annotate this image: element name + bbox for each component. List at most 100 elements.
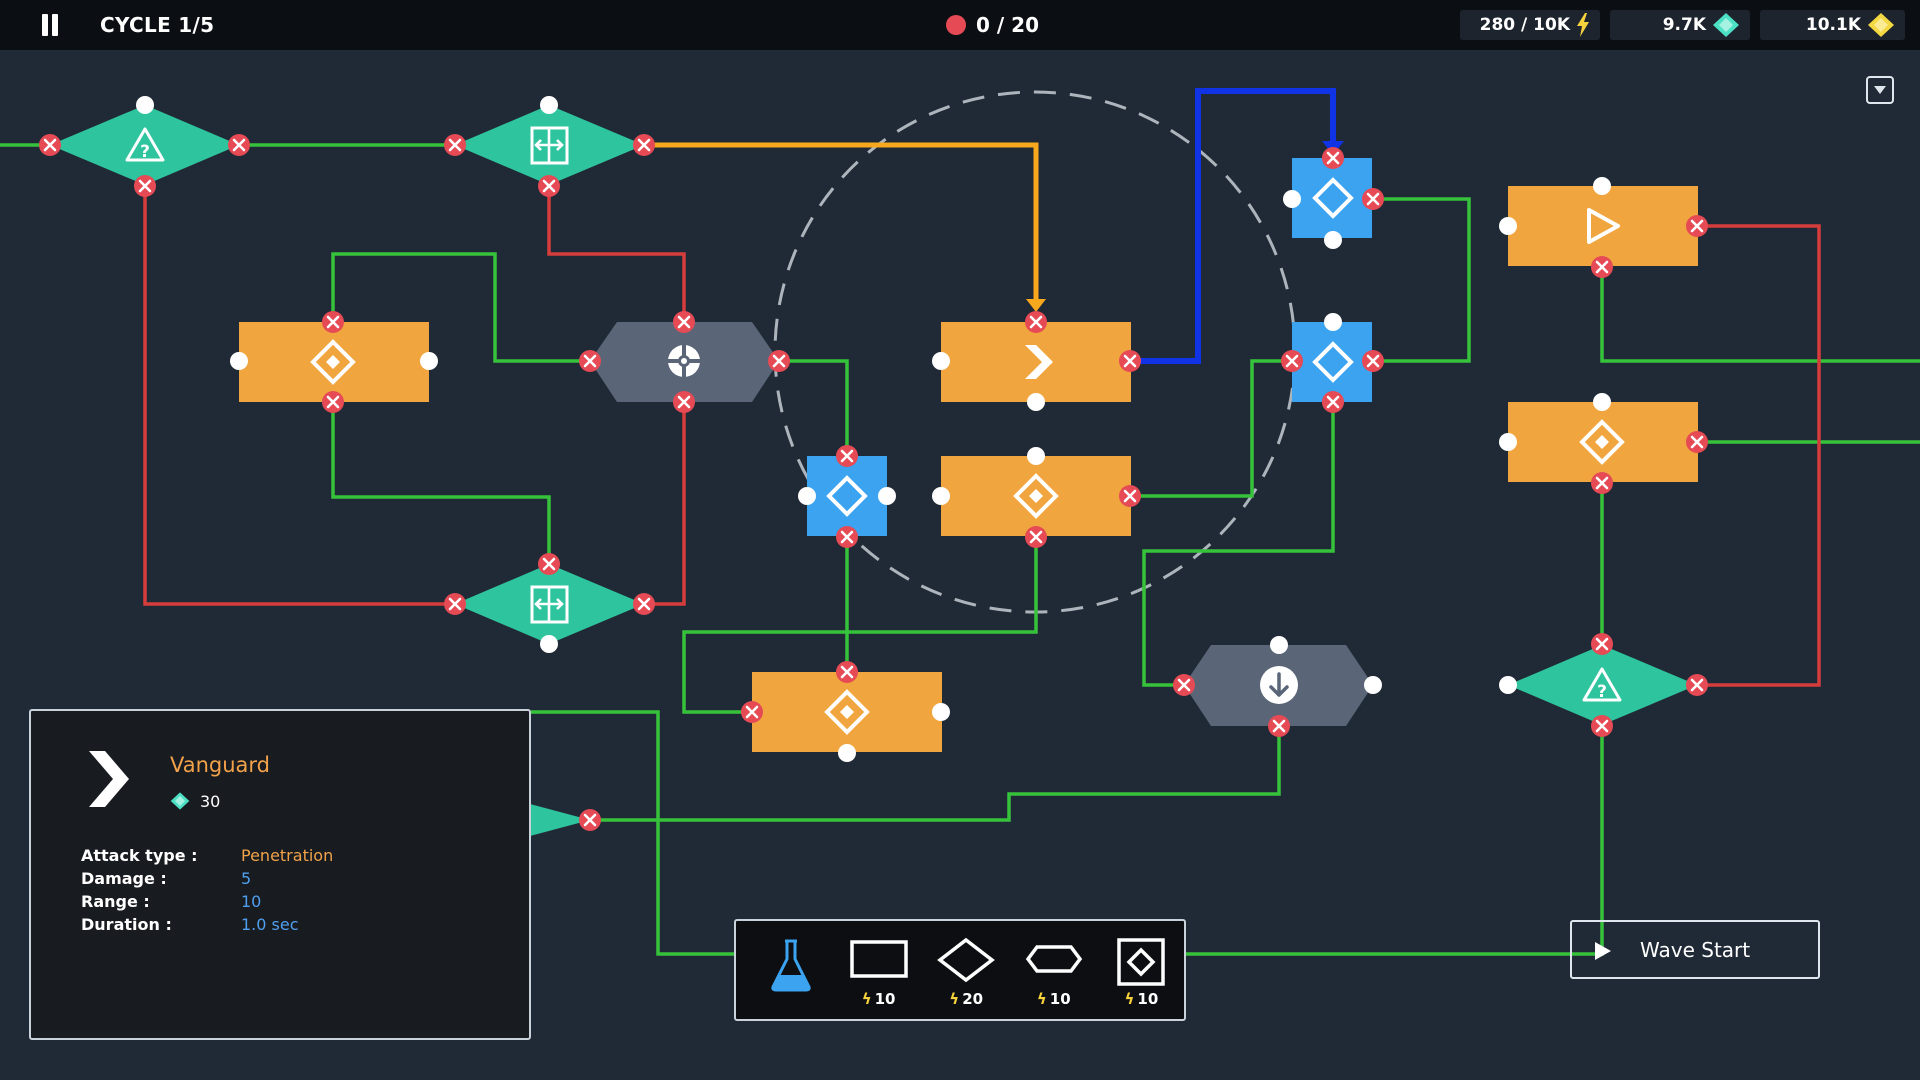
lightning-icon: ϟ <box>1124 990 1135 1008</box>
tower-node-vanguard[interactable] <box>932 309 1143 411</box>
close-icon[interactable] <box>1023 524 1049 550</box>
tower-node-splitter[interactable] <box>442 96 657 199</box>
close-icon[interactable] <box>1117 483 1143 509</box>
close-icon[interactable] <box>631 132 657 158</box>
port-dot[interactable] <box>230 352 248 370</box>
port-dot[interactable] <box>540 96 558 114</box>
port-dot[interactable] <box>932 352 950 370</box>
close-icon[interactable] <box>739 699 765 725</box>
tower-node-drop[interactable] <box>1171 636 1382 739</box>
port-dot[interactable] <box>1027 447 1045 465</box>
close-icon[interactable] <box>1360 186 1386 212</box>
stat-row: Damage : 5 <box>81 867 333 890</box>
close-icon[interactable] <box>1320 389 1346 415</box>
port-dot[interactable] <box>540 635 558 653</box>
close-icon[interactable] <box>671 389 697 415</box>
crosshair-icon <box>663 340 705 382</box>
splitter-icon <box>530 126 569 165</box>
tower-node-orange[interactable] <box>230 309 438 415</box>
close-icon[interactable] <box>226 132 252 158</box>
port-dot[interactable] <box>1270 636 1288 654</box>
port-dot[interactable] <box>1499 433 1517 451</box>
close-icon[interactable] <box>631 591 657 617</box>
stat-label: Damage : <box>81 869 167 888</box>
close-icon[interactable] <box>834 443 860 469</box>
rectangle-icon <box>849 940 908 978</box>
tower-node-blue[interactable] <box>798 443 896 550</box>
close-icon[interactable] <box>1117 348 1143 374</box>
close-icon[interactable] <box>1684 672 1710 698</box>
close-icon[interactable] <box>766 348 792 374</box>
port-dot[interactable] <box>1324 313 1342 331</box>
port-dot[interactable] <box>136 96 154 114</box>
tool-flask[interactable] <box>746 921 834 1019</box>
tower-cost-value: 30 <box>200 791 221 811</box>
tower-node-crosshair[interactable] <box>577 309 792 415</box>
close-icon[interactable] <box>1589 631 1615 657</box>
tower-node-warning[interactable]: ? <box>1499 631 1710 739</box>
close-icon[interactable] <box>1684 429 1710 455</box>
port-dot[interactable] <box>1499 217 1517 235</box>
port-dot[interactable] <box>838 744 856 762</box>
close-icon[interactable] <box>671 309 697 335</box>
port-dot[interactable] <box>1593 393 1611 411</box>
wave-start-label: Wave Start <box>1640 938 1751 962</box>
port-dot[interactable] <box>798 487 816 505</box>
port-dot[interactable] <box>932 703 950 721</box>
tower-node-blue[interactable] <box>1279 313 1386 415</box>
close-icon[interactable] <box>132 173 158 199</box>
square-diamond-icon <box>1117 938 1166 986</box>
close-icon[interactable] <box>1023 309 1049 335</box>
port-dot[interactable] <box>420 352 438 370</box>
port-dot[interactable] <box>1027 393 1045 411</box>
wave-start-button[interactable]: Wave Start <box>1570 920 1820 979</box>
tower-node-orange[interactable] <box>932 447 1143 550</box>
diamond-icon <box>826 475 868 517</box>
tower-stats: Attack type : Penetration Damage : 5 Ran… <box>81 844 333 936</box>
pause-button[interactable] <box>40 14 60 36</box>
close-icon[interactable] <box>1360 348 1386 374</box>
close-icon[interactable] <box>536 173 562 199</box>
port-dot[interactable] <box>1593 177 1611 195</box>
close-icon[interactable] <box>442 591 468 617</box>
close-icon[interactable] <box>1320 145 1346 171</box>
tower-node-blue[interactable] <box>1283 145 1386 249</box>
close-icon[interactable] <box>442 132 468 158</box>
close-icon[interactable] <box>1171 672 1197 698</box>
port-dot[interactable] <box>1324 231 1342 249</box>
dropdown-button[interactable] <box>1866 76 1894 104</box>
close-icon[interactable] <box>1684 213 1710 239</box>
svg-text:?: ? <box>140 142 150 162</box>
close-icon[interactable] <box>37 132 63 158</box>
port-dot[interactable] <box>1364 676 1382 694</box>
tower-node-play[interactable] <box>1499 177 1710 280</box>
close-icon[interactable] <box>1589 470 1615 496</box>
close-icon[interactable] <box>1589 254 1615 280</box>
close-icon[interactable] <box>1266 713 1292 739</box>
stat-value: 5 <box>241 869 252 888</box>
close-icon[interactable] <box>834 659 860 685</box>
close-icon[interactable] <box>320 389 346 415</box>
close-icon[interactable] <box>834 524 860 550</box>
port-dot[interactable] <box>878 487 896 505</box>
close-icon[interactable] <box>1589 713 1615 739</box>
tower-node-splitter[interactable] <box>442 551 657 653</box>
close-icon[interactable] <box>536 551 562 577</box>
port-dot[interactable] <box>1499 676 1517 694</box>
tower-cost: 30 <box>170 791 220 811</box>
port-dot[interactable] <box>1283 190 1301 208</box>
tower-node-orange[interactable] <box>1499 393 1710 496</box>
tower-node-warning[interactable]: ? <box>37 96 252 199</box>
tower-node-orange[interactable] <box>739 659 950 762</box>
port-dot[interactable] <box>932 487 950 505</box>
close-icon[interactable] <box>1279 348 1305 374</box>
close-icon[interactable] <box>577 807 603 833</box>
close-icon[interactable] <box>320 309 346 335</box>
close-icon[interactable] <box>577 348 603 374</box>
